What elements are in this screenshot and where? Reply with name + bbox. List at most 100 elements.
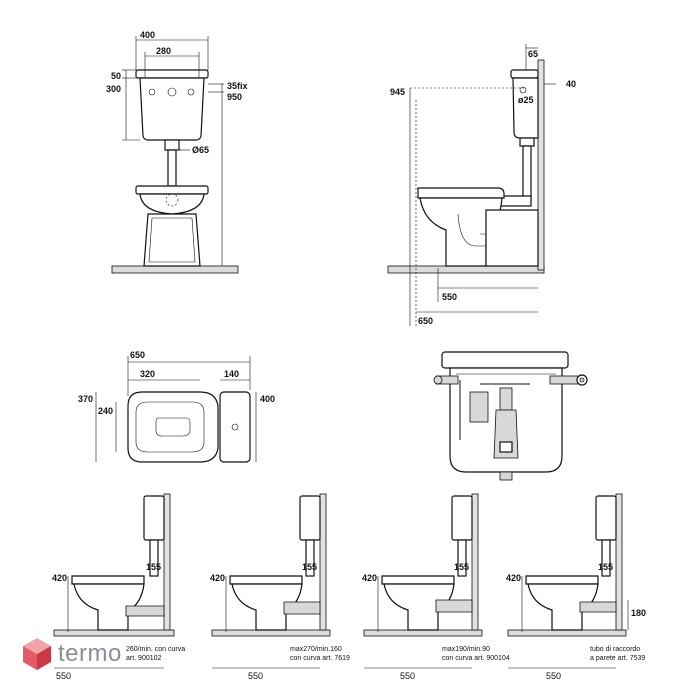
front-pipe-dia: Ø65 — [192, 145, 209, 155]
install-3-wall-h: 420 — [362, 573, 377, 583]
side-tank-lever — [519, 86, 527, 94]
install-4-wall — [615, 493, 623, 631]
install-3-depth: 550 — [400, 671, 415, 681]
front-tank-button — [167, 87, 177, 97]
front-pipe-collar — [164, 139, 180, 151]
side-tank-body — [512, 77, 539, 139]
install-variant-3: 420 155 max190/min.90 con curva art. 900… — [362, 493, 510, 681]
side-tank-lid — [510, 69, 539, 79]
front-fix-label: 35fix — [227, 81, 248, 91]
install-2-depth: 550 — [248, 671, 263, 681]
install-3-tank — [451, 495, 473, 541]
plan-tank-width: 400 — [260, 394, 275, 404]
section-outlet-pipe — [499, 471, 513, 481]
side-wall — [537, 59, 545, 271]
side-top-offset: 65 — [528, 49, 538, 59]
plan-tank — [219, 391, 251, 463]
side-floor — [387, 265, 545, 274]
install-2-wall — [319, 493, 327, 631]
front-outlet-hidden — [165, 193, 179, 207]
install-2-pipe — [305, 539, 315, 577]
install-4-seat — [525, 575, 599, 585]
install-1-pipe-h: 155 — [146, 562, 161, 572]
side-bowl-rim — [417, 187, 505, 199]
install-2-pipe-h: 155 — [302, 562, 317, 572]
install-4-note-1: tubo di raccordo — [590, 646, 640, 653]
plan-total-length: 650 — [130, 350, 145, 360]
install-4-floor — [507, 629, 627, 637]
side-outlet-box — [485, 209, 539, 267]
front-height-total: 950 — [227, 92, 242, 102]
brand-watermark: termo — [22, 636, 122, 672]
install-2-tank — [299, 495, 321, 541]
install-3-outlet — [435, 599, 473, 613]
plan-tank-depth: 140 — [224, 369, 239, 379]
install-3-note-1: max190/min.90 — [442, 646, 490, 653]
install-4-outlet — [579, 601, 617, 613]
side-fix-height: 40 — [566, 79, 576, 89]
install-3-seat — [381, 575, 455, 585]
section-inlet-right — [549, 375, 579, 385]
side-outlet-distance: 550 — [442, 292, 457, 302]
install-2-seat — [229, 575, 303, 585]
section-flush-rod — [499, 387, 513, 411]
install-variant-2: 420 155 max270/min.160 con curva art. 76… — [210, 493, 350, 681]
install-4-bowl — [527, 583, 599, 631]
install-4-tank — [595, 495, 617, 541]
front-pedestal-inner — [148, 217, 196, 263]
install-1-seat — [71, 575, 145, 585]
install-variant-4: 420 155 180 tubo di raccordo a parete ar… — [506, 493, 646, 681]
brand-name: termo — [58, 640, 122, 667]
install-2-outlet — [283, 601, 321, 615]
plan-bowl-outer-dim: 370 — [78, 394, 93, 404]
install-3-floor — [363, 629, 483, 637]
install-1-pipe — [149, 539, 159, 577]
plan-view: 650 320 140 370 240 400 — [78, 350, 275, 463]
front-flush-pipe — [167, 149, 177, 187]
side-total-depth: 650 — [418, 316, 433, 326]
plan-bowl-width: 320 — [140, 369, 155, 379]
section-float — [469, 391, 489, 423]
install-variant-1: 420 155 260/min. con curva art. 900102 5… — [52, 493, 185, 681]
install-4-note-2: a parete art. 7539 — [590, 655, 645, 662]
side-pipe-dia: ø25 — [518, 95, 534, 105]
plan-bowl-outer — [127, 391, 219, 463]
front-tank-lid — [135, 69, 209, 79]
front-tank-body — [139, 77, 205, 141]
install-1-note-1: 260/min. con curva — [126, 646, 185, 653]
section-inlet-nut-core — [579, 377, 585, 383]
install-1-wall — [163, 493, 171, 631]
install-2-floor — [211, 629, 331, 637]
section-valve-label — [499, 441, 513, 453]
front-floor — [111, 265, 239, 274]
plan-bowl-opening — [155, 417, 191, 437]
side-total-height: 945 — [390, 87, 405, 97]
install-3-wall — [471, 493, 479, 631]
section-tank-lid — [441, 351, 569, 369]
install-4-pipe-h: 155 — [598, 562, 613, 572]
install-4-depth: 550 — [546, 671, 561, 681]
front-tank-bolt-left — [148, 88, 156, 96]
front-width-tank: 280 — [156, 46, 171, 56]
install-1-note-2: art. 900102 — [126, 655, 162, 662]
front-view: 400 280 50 300 35fix 950 Ø65 — [106, 30, 248, 274]
install-3-note-2: con curva art. 900104 — [442, 655, 510, 662]
termo-cube-icon — [23, 638, 51, 670]
front-pedestal — [143, 213, 201, 267]
section-inlet-nut-left — [433, 375, 443, 385]
install-3-pipe-h: 155 — [454, 562, 469, 572]
install-2-bowl — [231, 583, 303, 631]
install-4-side-h: 180 — [631, 608, 646, 618]
install-1-bowl — [73, 583, 145, 631]
install-4-wall-h: 420 — [506, 573, 521, 583]
install-1-depth: 550 — [56, 671, 71, 681]
plan-tank-button — [231, 423, 239, 431]
install-2-wall-h: 420 — [210, 573, 225, 583]
install-4-pipe — [601, 539, 611, 577]
install-3-bowl — [383, 583, 455, 631]
install-1-wall-h: 420 — [52, 573, 67, 583]
install-1-outlet — [125, 605, 165, 617]
front-offset-top: 50 — [111, 71, 121, 81]
front-tank-bolt-right — [187, 88, 195, 96]
install-2-note-1: max270/min.160 — [290, 646, 342, 653]
